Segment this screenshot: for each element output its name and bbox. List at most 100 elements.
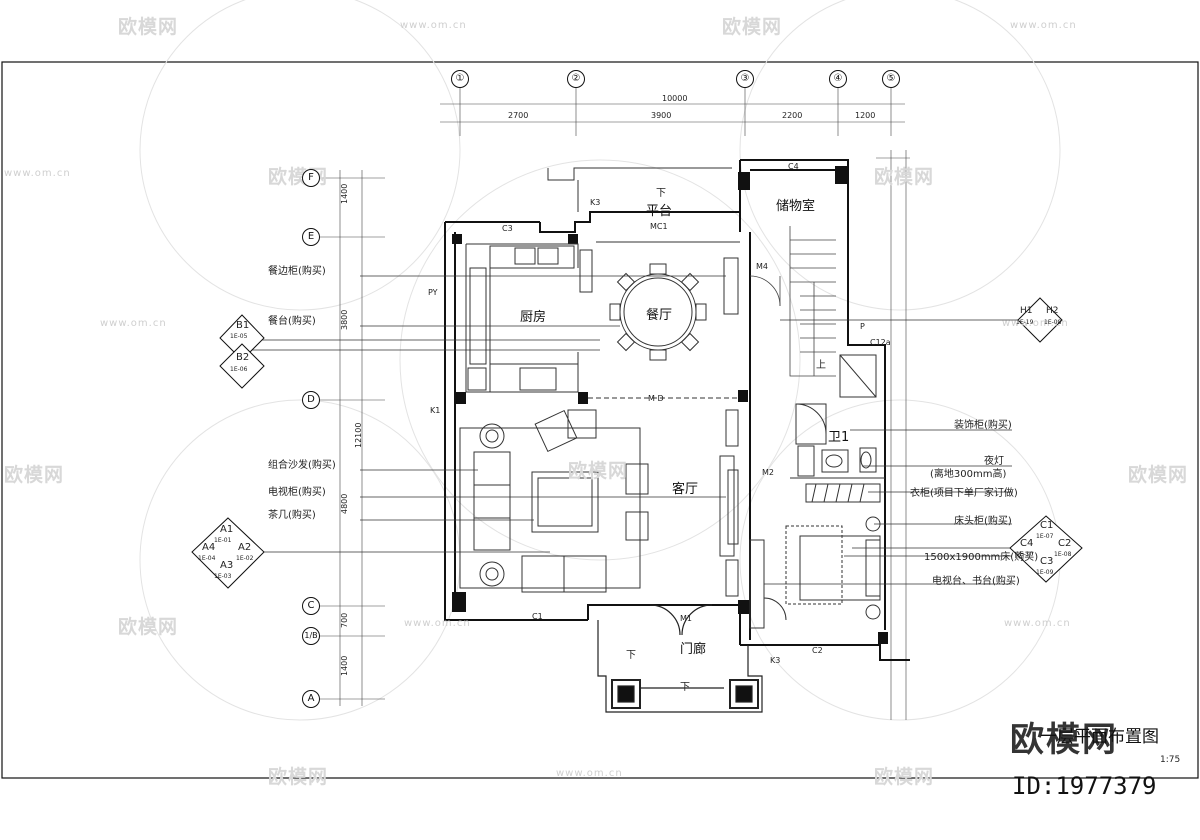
tag-door-m1: M1	[680, 614, 692, 623]
watermark-url: www.om.cn	[1010, 20, 1077, 31]
elev-c2-code: C2	[1058, 538, 1072, 549]
axis-row-1b: 1/B	[302, 627, 320, 645]
elev-c4-ref: 1E-10	[1016, 551, 1034, 558]
watermark-brand: 欧模网	[118, 616, 179, 638]
note-tv-cabinet: 电视柜(购买)	[268, 487, 326, 498]
stairs-up-mark: 上	[816, 360, 826, 371]
tag-door-m2: M2	[762, 468, 774, 477]
brand-stamp: 欧模网	[1010, 720, 1118, 760]
axis-column-1: ①	[451, 70, 469, 88]
watermark-brand: 欧模网	[1128, 464, 1189, 486]
drawing-frame	[1, 61, 1199, 779]
axis-row-a: A	[302, 690, 320, 708]
dim-top-seg-4: 1200	[855, 111, 876, 120]
axis-row-e: E	[302, 228, 320, 246]
dim-left-seg-5: 1400	[340, 655, 349, 676]
elev-h2-ref: 1E-08	[1044, 319, 1062, 326]
note-tv-desk: 电视台、书台(购买)	[932, 576, 1020, 587]
dining-set	[609, 257, 739, 361]
elev-c3-code: C3	[1040, 556, 1054, 567]
note-leader-lines	[228, 275, 1068, 585]
dim-left-seg-1: 1400	[340, 183, 349, 204]
axis-row-c: C	[302, 597, 320, 615]
note-night-light: 夜灯	[984, 456, 1004, 467]
elev-a1-code: A1	[220, 524, 234, 535]
tag-k3-bottom: K3	[770, 656, 781, 665]
watermark-url: www.om.cn	[404, 618, 471, 629]
kitchen-counter	[465, 243, 593, 393]
note-sofa: 组合沙发(购买)	[268, 460, 336, 471]
terrace-outline	[547, 167, 740, 243]
watermark-url: www.om.cn	[1002, 318, 1069, 329]
elev-b1-code: B1	[236, 320, 250, 331]
elev-a2-ref: 1E-02	[236, 555, 254, 562]
bathroom-fixtures	[790, 354, 885, 479]
room-label-terrace: 平台	[646, 204, 673, 219]
watermark-brand: 欧模网	[268, 766, 329, 788]
down-mark-porch-left: 下	[626, 650, 636, 661]
note-night-light-height: (离地300mm高)	[930, 469, 1007, 480]
watermark-brand: 欧模网	[874, 166, 935, 188]
note-coffee-table: 茶几(购买)	[268, 510, 316, 521]
watermark-url: www.om.cn	[100, 318, 167, 329]
dim-top-seg-1: 2700	[508, 111, 529, 120]
elev-b2-code: B2	[236, 352, 250, 363]
watermark-brand: 欧模网	[4, 464, 65, 486]
room-label-porch: 门廊	[680, 642, 707, 657]
watermark-brand: 欧模网	[874, 766, 935, 788]
watermark-brand: 欧模网	[722, 16, 783, 38]
model-id: ID:1977379	[1012, 772, 1157, 800]
note-sideboard: 餐边柜(购买)	[268, 266, 326, 277]
elev-a4-code: A4	[202, 542, 216, 553]
elev-b1-ref: 1E-05	[230, 333, 248, 340]
down-mark-porch-front: 下	[680, 682, 690, 693]
structural-columns	[452, 166, 888, 644]
elev-a4-ref: 1E-04	[198, 555, 216, 562]
watermark-url: www.om.cn	[1004, 618, 1071, 629]
note-wardrobe: 衣柜(项目下单厂家订做)	[910, 488, 1018, 499]
dim-left-seg-4: 700	[340, 612, 349, 628]
bedroom-furniture	[749, 483, 881, 629]
dim-left-seg-2: 3800	[340, 309, 349, 330]
elev-b2-ref: 1E-06	[230, 366, 248, 373]
note-nightstand: 床头柜(购买)	[954, 516, 1012, 527]
watermark-arcs	[139, 0, 1061, 721]
elev-c2-ref: 1E-08	[1054, 551, 1072, 558]
axis-column-4: ④	[829, 70, 847, 88]
elev-h1-ref: 1E-19	[1016, 319, 1034, 326]
elev-c1-ref: 1E-07	[1036, 533, 1054, 540]
elev-a3-code: A3	[220, 560, 234, 571]
tag-k1: K1	[430, 406, 441, 415]
dim-left-overall: 12100	[354, 422, 363, 448]
tag-window-c1: C1	[532, 612, 543, 621]
down-mark-terrace: 下	[656, 188, 666, 199]
dim-top-seg-3: 2200	[782, 111, 803, 120]
elevation-symbols	[191, 297, 1083, 589]
tag-p: P	[860, 322, 865, 331]
watermark-url: www.om.cn	[400, 20, 467, 31]
tag-window-c2: C2	[812, 646, 823, 655]
tag-window-c3: C3	[502, 224, 513, 233]
drawing-scale: 1:75	[1160, 755, 1181, 765]
axis-column-5: ⑤	[882, 70, 900, 88]
note-decor-cabinet: 装饰柜(购买)	[954, 420, 1012, 431]
note-dining-table: 餐台(购买)	[268, 316, 316, 327]
dim-overall-top: 10000	[662, 94, 688, 103]
elev-h1-code: H1	[1020, 306, 1033, 316]
dim-left-seg-3: 4800	[340, 493, 349, 514]
room-label-kitchen: 厨房	[520, 310, 547, 325]
room-label-bath: 卫1	[828, 430, 850, 445]
tag-door-m4: M4	[756, 262, 768, 271]
walls	[444, 159, 910, 661]
axis-column-3: ③	[736, 70, 754, 88]
elev-h2-code: H2	[1046, 306, 1059, 316]
watermark-url: www.om.cn	[4, 168, 71, 179]
axis-row-d: D	[302, 391, 320, 409]
watermark-brand: 欧模网	[568, 460, 629, 482]
tag-c12a: C12a	[870, 338, 891, 347]
note-bed: 1500x1900mm床(购买)	[924, 552, 1039, 563]
living-furniture	[459, 409, 739, 597]
watermark-url: www.om.cn	[556, 768, 623, 779]
elev-a3-ref: 1E-03	[214, 573, 232, 580]
tag-k3-top: K3	[590, 198, 601, 207]
